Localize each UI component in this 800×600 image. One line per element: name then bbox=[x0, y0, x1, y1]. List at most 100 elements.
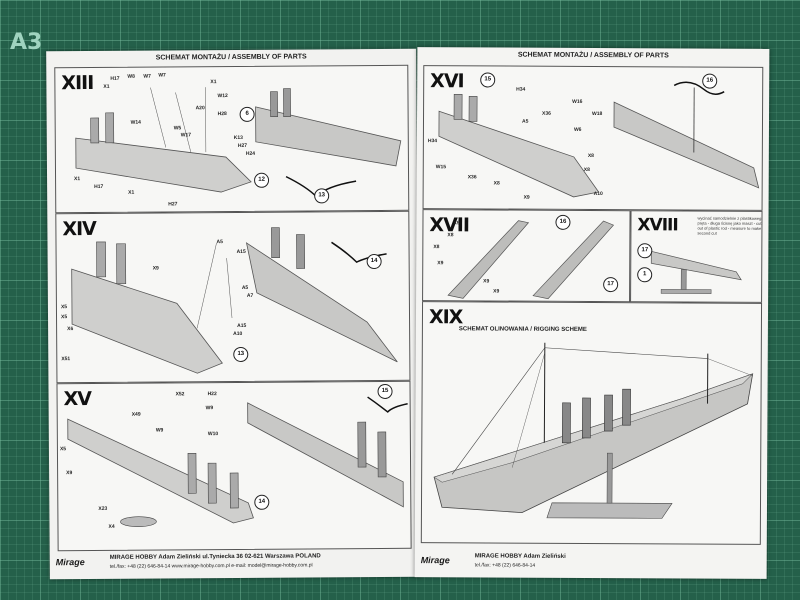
part-label: X9 bbox=[66, 470, 73, 477]
callout-14: 14 bbox=[254, 494, 270, 510]
mirage-logo: Mirage bbox=[55, 557, 85, 568]
footer-right: Mirage MIRAGE HOBBY Adam Zieliński tel./… bbox=[415, 551, 767, 575]
part-label: A5 bbox=[241, 284, 249, 291]
part-label: A10 bbox=[233, 330, 243, 337]
page-header-left: SCHEMAT MONTAŻU / ASSEMBLY OF PARTS bbox=[155, 53, 307, 62]
part-label: H34 bbox=[516, 86, 526, 93]
company-address: MIRAGE HOBBY Adam Zieliński bbox=[474, 553, 566, 560]
part-label: H22 bbox=[207, 391, 217, 398]
part-label: H17 bbox=[110, 75, 120, 82]
part-label: H24 bbox=[245, 150, 256, 157]
instruction-sheet-left: SCHEMAT MONTAŻU / ASSEMBLY OF PARTS XIII… bbox=[46, 48, 420, 580]
callout-12: 12 bbox=[254, 172, 270, 188]
part-label: W7 bbox=[143, 73, 151, 80]
part-label: A20 bbox=[195, 105, 205, 112]
part-label: X5 bbox=[59, 446, 67, 453]
rigging-scheme-drawing bbox=[433, 342, 754, 519]
page-header-right: SCHEMAT MONTAŻU / ASSEMBLY OF PARTS bbox=[517, 51, 669, 60]
step-xiii-panel: XIII 6 12 13 H17 W8 W7 W7 X1 X1 W12 A20 … bbox=[54, 64, 410, 214]
part-label: A5 bbox=[521, 118, 529, 125]
part-label: X1 bbox=[74, 176, 81, 183]
part-label: H34 bbox=[427, 138, 438, 145]
callout-15: 15 bbox=[377, 383, 393, 399]
part-label: X52 bbox=[175, 391, 185, 398]
part-label: X9 bbox=[483, 278, 490, 285]
part-label: X9 bbox=[453, 220, 460, 227]
mirage-logo: Mirage bbox=[420, 555, 450, 566]
part-label: W16 bbox=[572, 98, 583, 105]
part-label: X1 bbox=[128, 189, 135, 196]
step-xvi-drawing bbox=[438, 81, 760, 198]
footer-left: Mirage MIRAGE HOBBY Adam Zieliński ul.Ty… bbox=[50, 551, 420, 576]
step-xiii-drawing bbox=[75, 87, 402, 198]
part-label: X4 bbox=[108, 523, 115, 530]
part-label: W10 bbox=[207, 431, 219, 438]
part-label: W6 bbox=[573, 126, 582, 133]
part-label: W14 bbox=[130, 119, 141, 126]
part-label: A7 bbox=[246, 292, 254, 299]
step-xiv-drawing bbox=[71, 227, 398, 374]
part-label: X8 bbox=[447, 232, 454, 239]
callout-1: 1 bbox=[637, 267, 653, 283]
part-label: W9 bbox=[155, 427, 164, 434]
part-label: A10 bbox=[593, 191, 603, 198]
step-xvi-panel: XVI 15 16 H34 W16 A5 X36 W18 W6 H34 W15 … bbox=[422, 65, 764, 211]
part-label: H28 bbox=[217, 111, 227, 118]
part-label: H27 bbox=[168, 201, 178, 208]
part-label: W18 bbox=[592, 110, 603, 118]
part-label: X36 bbox=[542, 110, 551, 117]
xviii-note: wycinać samodzielnie z plastikowego pręt… bbox=[697, 215, 763, 236]
callout-14: 14 bbox=[366, 253, 382, 270]
part-label: K13 bbox=[233, 134, 243, 141]
part-label: A15 bbox=[236, 248, 246, 255]
company-address: MIRAGE HOBBY Adam Zieliński ul.Tyniecka … bbox=[109, 553, 321, 561]
part-label: X5 bbox=[60, 314, 68, 321]
part-label: X8 bbox=[583, 166, 590, 173]
part-label: X5 bbox=[60, 304, 68, 311]
part-label: X51 bbox=[61, 356, 71, 363]
part-label: X49 bbox=[131, 411, 141, 418]
step-xiv-panel: XIV 14 13 A5 A15 X9 X5 X5 X6 X51 A5 A7 A… bbox=[55, 210, 411, 384]
part-label: H27 bbox=[237, 142, 248, 149]
step-xv-drawing bbox=[67, 396, 408, 527]
part-label: X9 bbox=[437, 260, 444, 267]
company-contact: tel./fax: +48 (22) 646-84-14 bbox=[474, 562, 536, 569]
part-label: X23 bbox=[98, 505, 108, 512]
step-xvii-panel: XVII 16 17 X9 X8 X8 X9 X9 X9 bbox=[422, 209, 631, 303]
part-label: W12 bbox=[217, 93, 228, 100]
part-label: W9 bbox=[205, 405, 214, 412]
part-label: X1 bbox=[103, 83, 110, 90]
part-label: X9 bbox=[493, 288, 500, 295]
callout-17: 17 bbox=[603, 277, 619, 293]
step-xix-panel: XIX SCHEMAT OLINOWANIA / RIGGING SCHEME bbox=[420, 301, 763, 545]
part-label: X8 bbox=[433, 244, 440, 251]
callout-16: 16 bbox=[702, 73, 718, 89]
callout-17: 17 bbox=[637, 243, 653, 259]
callout-16: 16 bbox=[555, 214, 571, 230]
instruction-sheet-right: SCHEMAT MONTAŻU / ASSEMBLY OF PARTS XVI … bbox=[414, 47, 770, 579]
part-label: W8 bbox=[127, 73, 135, 80]
part-label: W5 bbox=[173, 125, 182, 132]
part-label: H17 bbox=[94, 183, 104, 190]
step-xvii-drawing bbox=[447, 220, 615, 300]
step-xviii-panel: XVIII wycinać samodzielnie z plastikoweg… bbox=[630, 210, 763, 303]
part-label: X8 bbox=[493, 180, 500, 187]
step-xviii-drawing bbox=[650, 250, 742, 294]
step-xv-panel: XV 15 14 X52 H22 W9 X49 W9 W10 X5 X9 X4 … bbox=[56, 380, 412, 552]
part-label: X9 bbox=[152, 265, 159, 272]
mat-size-label: A3 bbox=[10, 30, 43, 55]
part-label: W17 bbox=[180, 132, 192, 139]
callout-15: 15 bbox=[480, 72, 496, 88]
callout-13: 13 bbox=[233, 346, 249, 362]
part-label: A5 bbox=[216, 239, 223, 246]
part-label: X6 bbox=[67, 326, 74, 333]
part-label: A15 bbox=[237, 322, 247, 329]
part-label: W7 bbox=[158, 72, 166, 79]
part-label: X9 bbox=[523, 194, 530, 201]
part-label: X36 bbox=[467, 174, 477, 181]
company-contact: tel./fax: +48 (22) 646-84-14 www.mirage-… bbox=[109, 562, 313, 570]
part-label: X1 bbox=[210, 79, 217, 86]
part-label: W15 bbox=[435, 164, 447, 171]
callout-6: 6 bbox=[239, 106, 255, 122]
callout-13: 13 bbox=[314, 188, 330, 204]
